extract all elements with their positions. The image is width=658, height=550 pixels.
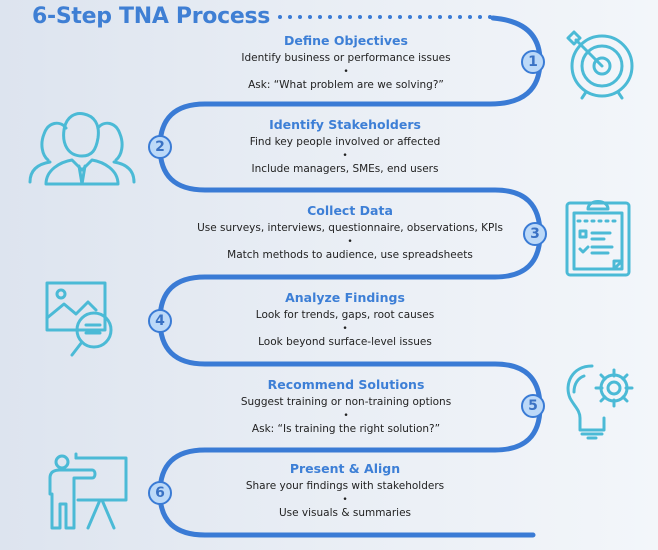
step-line-2: Look beyond surface-level issues [258, 336, 432, 348]
bullet: • [342, 324, 348, 334]
step-badge-4: 4 [148, 309, 172, 333]
step-line-1: Find key people involved or affected [249, 136, 441, 148]
target-icon [560, 20, 640, 110]
image-magnifier-icon [44, 280, 119, 370]
dotted-leader [278, 15, 492, 19]
bullet: • [342, 151, 348, 161]
step-badge-5: 5 [521, 394, 545, 418]
bullet: • [342, 495, 348, 505]
step-line-1: Share your findings with stakeholders [245, 480, 445, 492]
step-line-2: Ask: “Is training the right solution?” [251, 423, 441, 435]
lightbulb-gear-icon [562, 362, 642, 452]
step-badge-1: 1 [521, 50, 545, 74]
bullet: • [343, 411, 349, 421]
clipboard-checklist-icon [564, 195, 634, 285]
serpentine-line [157, 15, 543, 538]
page-title: 6-Step TNA Process [32, 4, 271, 29]
step-line-2: Ask: “What problem are we solving?” [248, 79, 444, 91]
step-heading: Recommend Solutions [267, 377, 425, 392]
step-6: Present & Align Share your findings with… [165, 461, 525, 521]
step-line-1: Look for trends, gaps, root causes [255, 309, 435, 321]
step-badge-2: 2 [148, 135, 172, 159]
step-line-2: Use visuals & summaries [278, 507, 412, 519]
step-4: Analyze Findings Look for trends, gaps, … [165, 290, 525, 350]
step-5: Recommend Solutions Suggest training or … [166, 377, 526, 437]
step-heading: Analyze Findings [285, 290, 405, 305]
step-line-1: Suggest training or non-training options [240, 396, 452, 408]
bullet: • [347, 237, 353, 247]
step-3: Collect Data Use surveys, interviews, qu… [170, 203, 530, 263]
step-2: Identify Stakeholders Find key people in… [165, 117, 525, 177]
step-line-2: Include managers, SMEs, end users [251, 163, 439, 175]
bullet: • [343, 67, 349, 77]
step-line-1: Identify business or performance issues [241, 52, 451, 64]
step-heading: Define Objectives [284, 33, 408, 48]
step-heading: Collect Data [307, 203, 393, 218]
step-badge-3: 3 [523, 222, 547, 246]
people-group-icon [26, 100, 138, 193]
step-line-1: Use surveys, interviews, questionnaire, … [197, 222, 503, 234]
step-badge-6: 6 [148, 481, 172, 505]
presenter-board-icon [44, 452, 134, 539]
step-line-2: Match methods to audience, use spreadshe… [227, 249, 473, 261]
step-heading: Identify Stakeholders [269, 117, 421, 132]
step-heading: Present & Align [289, 461, 401, 476]
step-1: Define Objectives Identify business or p… [166, 33, 526, 93]
